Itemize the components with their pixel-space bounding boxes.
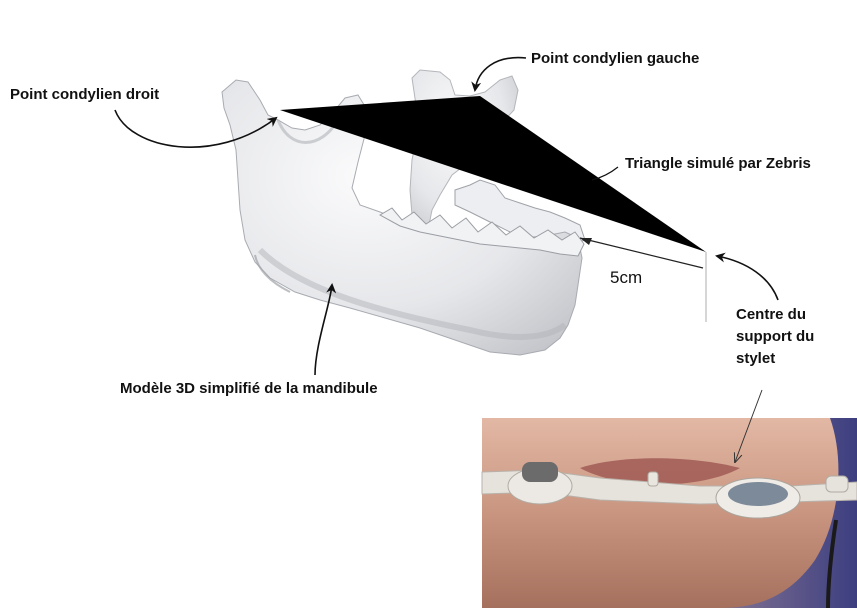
device-peg [648, 472, 658, 486]
label-distance: 5cm [610, 268, 642, 288]
label-triangle: Triangle simulé par Zebris [625, 155, 811, 173]
label-stylus-centre: Centre du support du stylet [736, 304, 851, 370]
label-left-condyle: Point condylien gauche [531, 50, 699, 68]
label-stylus-centre-line2: support du [736, 326, 851, 348]
label-stylus-centre-line3: stylet [736, 348, 851, 370]
arrow-stylus-centre [717, 256, 778, 300]
stylus-support-disc [728, 482, 788, 506]
label-stylus-centre-line1: Centre du [736, 304, 851, 326]
right-tip [826, 476, 848, 492]
label-model: Modèle 3D simplifié de la mandibule [120, 380, 378, 398]
left-sensor-cap [522, 462, 558, 482]
jaw-photo [482, 390, 857, 608]
label-right-condyle: Point condylien droit [10, 86, 159, 104]
